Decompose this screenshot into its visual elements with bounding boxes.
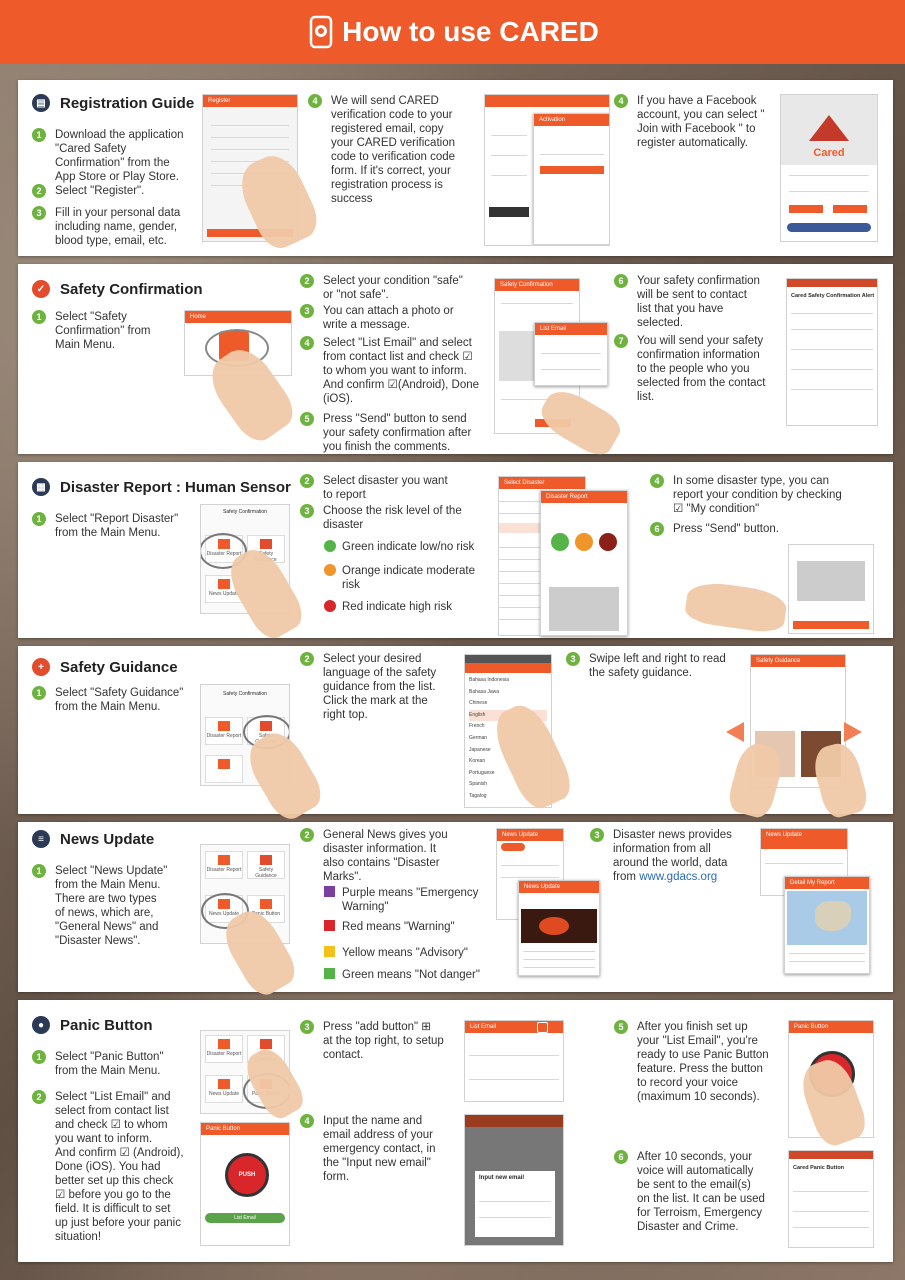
green-dot-icon: [324, 540, 336, 552]
news-article-screenshot: News Update: [518, 880, 600, 976]
disaster-title: ▦ Disaster Report : Human Sensor: [32, 478, 291, 496]
hand-icon: [725, 739, 787, 821]
legend-red: Red indicate high risk: [324, 600, 494, 614]
input-new-email-screenshot: Input new email: [464, 1114, 564, 1246]
swipe-right-arrow-icon: [844, 722, 862, 742]
phone-logo-icon: [306, 14, 336, 50]
purple-mark-icon: [324, 886, 335, 897]
legend-orange: Orange indicate moderate risk: [324, 564, 494, 592]
red-mark-icon: [324, 920, 335, 931]
list-email-screenshot: List Email: [464, 1020, 564, 1102]
news-title: ≡ News Update: [32, 830, 154, 848]
push-button-icon: PUSH: [225, 1153, 269, 1197]
book-icon: ▤: [32, 94, 50, 112]
news-menu-screenshot: Disaster Report Safety Guidance News Upd…: [200, 844, 290, 944]
first-aid-icon: +: [32, 658, 50, 676]
alert-email-screenshot: Cared Safety Confirmation Alert: [786, 278, 878, 426]
list-email-popup: List Email: [534, 322, 608, 386]
mark-yellow: Yellow means "Advisory": [324, 946, 504, 960]
hand-icon: [809, 739, 871, 821]
hand-icon: [683, 579, 789, 635]
yellow-mark-icon: [324, 946, 335, 957]
disaster-report-screenshot: Disaster Report: [540, 490, 628, 636]
cared-login-screenshot: Cared: [780, 94, 878, 242]
map-screenshot: Detail My Report: [784, 876, 870, 974]
panic-title: ● Panic Button: [32, 1016, 153, 1034]
safety-title: ✓ Safety Confirmation: [32, 280, 203, 298]
my-condition-screenshot: [788, 544, 874, 634]
page-header: How to use CARED: [0, 0, 905, 64]
activation-screenshot: Activation: [484, 94, 610, 246]
red-dot-icon: [324, 600, 336, 612]
legend-green: Green indicate low/no risk: [324, 540, 494, 554]
green-mark-icon: [324, 968, 335, 979]
swipe-left-arrow-icon: [726, 722, 744, 742]
gdacs-link[interactable]: www.gdacs.org: [639, 871, 718, 883]
panic-record-screenshot: Panic Button PUSH List Email: [200, 1122, 290, 1246]
guidance-title: + Safety Guidance: [32, 658, 178, 676]
report-icon: ▦: [32, 478, 50, 496]
alarm-icon: ●: [32, 1016, 50, 1034]
mark-purple: Purple means "Emergency Warning": [324, 886, 504, 914]
mark-green: Green means "Not danger": [324, 968, 504, 982]
news-icon: ≡: [32, 830, 50, 848]
mark-red: Red means "Warning": [324, 920, 504, 934]
panic-email-screenshot: Cared Panic Button: [788, 1150, 874, 1248]
page-title: How to use CARED: [342, 16, 599, 47]
shield-icon: ✓: [32, 280, 50, 298]
orange-dot-icon: [324, 564, 336, 576]
registration-title: ▤ Registration Guide: [32, 94, 194, 112]
